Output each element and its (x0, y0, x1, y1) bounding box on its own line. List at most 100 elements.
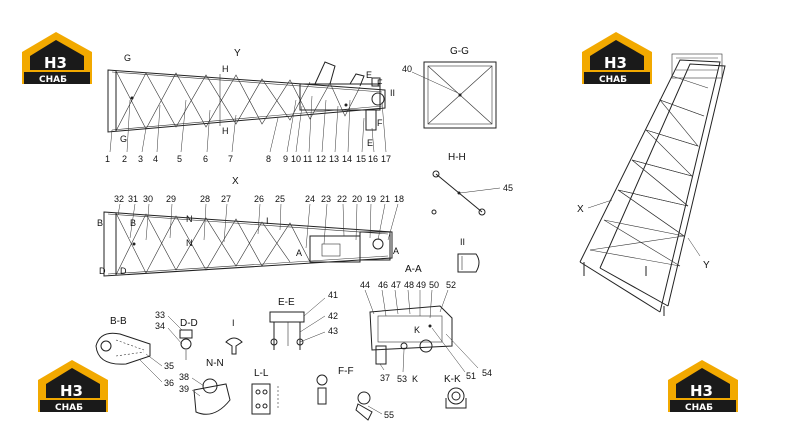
section-nn: N-N 38 39 (179, 358, 231, 415)
svg-text:G: G (120, 134, 127, 144)
svg-text:H: H (222, 126, 229, 136)
svg-text:23: 23 (321, 194, 331, 204)
svg-text:44: 44 (360, 280, 370, 290)
svg-text:18: 18 (394, 194, 404, 204)
svg-text:24: 24 (305, 194, 315, 204)
svg-text:16: 16 (368, 154, 378, 164)
svg-text:CHAБ: CHAБ (55, 403, 83, 413)
svg-text:A: A (296, 248, 302, 258)
svg-text:X: X (577, 204, 584, 215)
side-view-labels: 32 31 30 29 28 27 26 25 24 23 22 20 19 2… (114, 194, 404, 204)
svg-text:19: 19 (366, 194, 376, 204)
svg-text:F: F (377, 118, 383, 128)
svg-text:D-D: D-D (180, 318, 198, 329)
svg-text:29: 29 (166, 194, 176, 204)
svg-text:E-E: E-E (278, 297, 295, 308)
svg-text:I: I (266, 216, 269, 226)
svg-text:41: 41 (328, 290, 338, 300)
svg-text:1: 1 (105, 154, 110, 164)
svg-text:48: 48 (404, 280, 414, 290)
svg-text:36: 36 (164, 378, 174, 388)
svg-text:43: 43 (328, 326, 338, 336)
svg-text:46: 46 (378, 280, 388, 290)
svg-text:B: B (97, 218, 103, 228)
svg-text:G: G (124, 53, 131, 63)
svg-text:K-K: K-K (444, 374, 461, 385)
svg-text:5: 5 (177, 154, 182, 164)
svg-text:38: 38 (179, 372, 189, 382)
svg-text:52: 52 (446, 280, 456, 290)
svg-text:F-F: F-F (338, 366, 354, 377)
svg-text:H: H (222, 64, 229, 74)
svg-text:II: II (390, 88, 395, 98)
svg-text:A: A (393, 246, 399, 256)
section-hh: H-H 45 (431, 152, 513, 216)
svg-text:42: 42 (328, 311, 338, 321)
svg-text:10: 10 (291, 154, 301, 164)
svg-text:20: 20 (352, 194, 362, 204)
svg-text:E: E (366, 70, 372, 80)
svg-text:L-L: L-L (254, 368, 269, 379)
svg-text:21: 21 (380, 194, 390, 204)
svg-text:14: 14 (342, 154, 352, 164)
logo-bottom-right: H3 CHAБ (668, 360, 738, 413)
svg-text:26: 26 (254, 194, 264, 204)
svg-text:49: 49 (416, 280, 426, 290)
logo-bottom-left: H3 CHAБ (38, 360, 108, 413)
svg-text:7: 7 (228, 154, 233, 164)
svg-text:H3: H3 (604, 54, 627, 72)
side-view: X B B D D N N A A I (97, 176, 404, 277)
logo-sub: CHAБ (39, 75, 67, 85)
section-ll: L-L (251, 368, 279, 415)
svg-text:12: 12 (316, 154, 326, 164)
svg-text:H3: H3 (60, 382, 83, 400)
svg-text:50: 50 (429, 280, 439, 290)
svg-text:25: 25 (275, 194, 285, 204)
section-gg: G-G 40 (402, 46, 497, 129)
logo-top-right: H3 CHAБ (582, 32, 652, 85)
svg-text:II: II (460, 237, 465, 247)
svg-text:D: D (120, 266, 127, 276)
top-view: Y G G H H E E F F II (105, 48, 395, 164)
svg-text:28: 28 (200, 194, 210, 204)
svg-text:F: F (377, 78, 383, 88)
svg-text:K: K (414, 325, 420, 335)
svg-text:37: 37 (380, 373, 390, 383)
svg-text:54: 54 (482, 368, 492, 378)
svg-text:9: 9 (283, 154, 288, 164)
svg-text:33: 33 (155, 310, 165, 320)
svg-text:22: 22 (337, 194, 347, 204)
svg-text:A-A: A-A (405, 264, 422, 275)
svg-text:34: 34 (155, 321, 165, 331)
detail-i: I (225, 318, 243, 355)
svg-text:I: I (232, 318, 235, 328)
svg-text:B: B (130, 218, 136, 228)
svg-text:13: 13 (329, 154, 339, 164)
svg-text:H3: H3 (690, 382, 713, 400)
svg-text:CHAБ: CHAБ (685, 403, 713, 413)
svg-text:40: 40 (402, 64, 412, 74)
svg-text:D: D (99, 266, 106, 276)
svg-text:6: 6 (203, 154, 208, 164)
section-ff: F-F 55 (316, 366, 394, 421)
svg-text:39: 39 (179, 384, 189, 394)
svg-text:15: 15 (356, 154, 366, 164)
svg-text:2: 2 (122, 154, 127, 164)
svg-text:N-N: N-N (206, 358, 224, 369)
svg-text:H-H: H-H (448, 152, 466, 163)
svg-text:30: 30 (143, 194, 153, 204)
svg-text:4: 4 (153, 154, 158, 164)
svg-text:G-G: G-G (450, 46, 469, 57)
section-kk: K-K (444, 374, 467, 409)
logo-top-left: H3 CHAБ (22, 32, 92, 85)
svg-text:32: 32 (114, 194, 124, 204)
svg-text:55: 55 (384, 410, 394, 420)
section-aa: A-A K K 44 46 47 48 49 50 52 51 53 (360, 264, 492, 384)
section-ee: E-E 41 42 43 (269, 290, 338, 350)
top-view-labels: 1 2 3 4 5 6 7 8 9 10 11 12 13 14 15 16 1… (105, 154, 391, 164)
svg-text:11: 11 (303, 154, 312, 164)
svg-text:N: N (186, 214, 193, 224)
svg-text:35: 35 (164, 361, 174, 371)
svg-text:N: N (186, 238, 193, 248)
section-bb: B-B 35 36 (95, 316, 174, 388)
